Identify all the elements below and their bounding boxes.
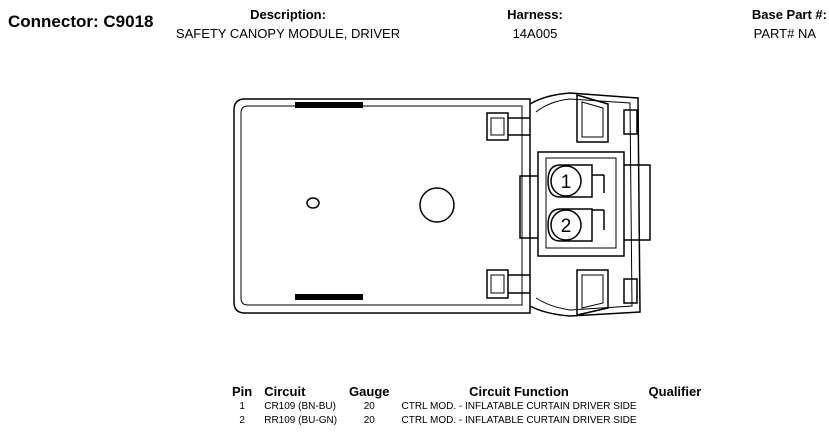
table-header-row: Pin Circuit Gauge Circuit Function Quali… [226,383,707,399]
row-qualifier [643,399,708,413]
row-gauge: 20 [363,414,375,426]
row-gauge: 20 [363,400,375,412]
connector-label: Connector: [8,12,99,31]
description-label: Description: [250,7,326,22]
connector-title: Connector: C9018 [8,12,154,32]
header-circuit: Circuit [264,383,306,399]
table-row: 1 CR109 (BN-BU) 20 CTRL MOD. - INFLATABL… [226,399,707,413]
harness-value: 14A005 [512,26,558,41]
row-pin: 2 [239,414,245,426]
header-gauge: Gauge [349,383,390,399]
top-latch-bar [295,102,363,108]
pin-cavity-2: 2 [547,208,593,242]
small-hole [306,197,320,209]
row-function: CTRL MOD. - INFLATABLE CURTAIN DRIVER SI… [401,414,637,426]
right-side-tab [624,164,651,241]
row-function: CTRL MOD. - INFLATABLE CURTAIN DRIVER SI… [401,400,637,412]
pin-label-2: 2 [561,216,572,237]
cavity-housing [537,151,625,257]
header-pin: Pin [232,383,253,399]
pin-cavity-1: 1 [547,164,593,198]
row-pin: 1 [239,400,245,412]
header-qualifier: Qualifier [648,383,702,399]
pin-label-1: 1 [561,172,572,193]
cavity-housing-inner [545,157,617,249]
header-function: Circuit Function [469,383,569,399]
bottom-clip [486,269,530,299]
left-side-tab [519,175,538,239]
bottom-latch-bar [295,294,363,300]
top-lock-tab [576,94,638,143]
connector-head-inner [535,98,633,311]
connector-head-outline [529,92,641,317]
table-row: 2 RR109 (BU-GN) 20 CTRL MOD. - INFLATABL… [226,413,707,427]
base-part-label: Base Part #: [751,7,827,22]
description-value: SAFETY CANOPY MODULE, DRIVER [175,26,401,41]
row-qualifier [643,413,708,427]
row-circuit: CR109 (BN-BU) [264,400,336,412]
harness-label: Harness: [507,7,563,22]
bottom-lock-tab [576,269,638,316]
base-part-value: PART# NA [753,26,816,41]
top-clip [486,112,530,141]
connector-id: C9018 [103,12,154,31]
pin-table: Pin Circuit Gauge Circuit Function Quali… [226,383,707,427]
large-hole [419,187,455,223]
connector-body-inner [240,105,523,306]
row-circuit: RR109 (BU-GN) [264,414,338,426]
connector-body-outline [233,98,531,314]
